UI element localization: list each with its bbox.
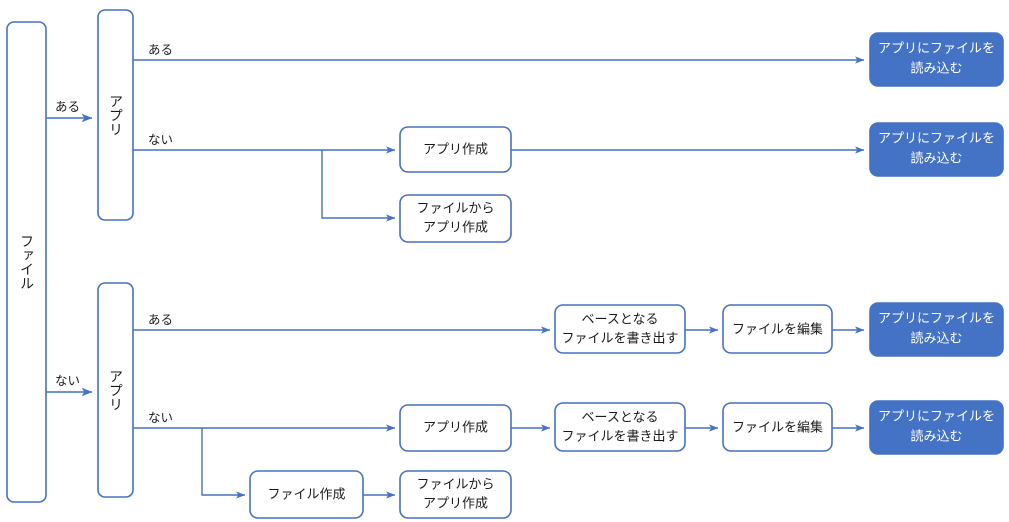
node-edit-file-1-shape[interactable]	[722, 304, 833, 354]
node-load-file-4-label-line2: 読み込む	[910, 428, 962, 443]
node-export-base-2-label-line1: ベースとなる	[582, 409, 659, 424]
node-load-file-3-shape[interactable]	[869, 302, 1004, 357]
node-create-app-from-file-2[interactable]: ファイルから アプリ作成	[399, 470, 512, 519]
node-load-file-1[interactable]: アプリにファイルを 読み込む	[869, 32, 1004, 87]
node-load-file-4-shape[interactable]	[869, 400, 1004, 455]
node-create-app-from-file-2-shape[interactable]	[399, 470, 512, 519]
node-export-base-1[interactable]: ベースとなる ファイルを書き出す	[554, 304, 686, 354]
node-edit-file-1-label: ファイルを編集	[732, 321, 823, 336]
node-file-root-label: ファイル	[19, 234, 35, 290]
edge-label-app-bottom-yes: ある	[148, 313, 173, 327]
edge-label-app-bottom-no: ない	[148, 411, 173, 425]
node-load-file-4-label-line1: アプリにファイルを	[878, 408, 995, 423]
edge-label-app-top-yes: ある	[148, 43, 173, 57]
edge-label-file-to-app-top: ある	[55, 100, 80, 114]
node-load-file-1-shape[interactable]	[869, 32, 1004, 87]
node-load-file-1-label-line1: アプリにファイルを	[878, 40, 995, 55]
edge-app-top-no-to-create-app-from-file	[321, 150, 396, 222]
node-create-app-from-file-1-shape[interactable]	[399, 194, 512, 243]
node-app-bottom-shape[interactable]	[97, 282, 134, 498]
node-create-app-from-file-1[interactable]: ファイルから アプリ作成	[399, 194, 512, 243]
edge-app-bottom-no-to-create-file	[201, 428, 246, 499]
node-create-app-2[interactable]: アプリ作成	[399, 404, 512, 452]
node-load-file-2-shape[interactable]	[869, 122, 1004, 177]
node-app-bottom-label: アプリ	[108, 369, 124, 411]
node-create-app-from-file-1-label-line2: アプリ作成	[423, 219, 488, 234]
node-create-file-shape[interactable]	[249, 470, 364, 519]
node-edit-file-2-shape[interactable]	[722, 402, 833, 452]
node-file-root-shape[interactable]	[6, 21, 47, 503]
edge-label-app-top-no: ない	[148, 133, 173, 147]
node-load-file-3-label-line2: 読み込む	[910, 330, 962, 345]
node-create-app-2-label: アプリ作成	[423, 419, 488, 434]
node-edit-file-2[interactable]: ファイルを編集	[722, 402, 833, 452]
node-app-bottom[interactable]: アプリ	[97, 282, 134, 498]
node-create-app-from-file-2-label-line1: ファイルから	[416, 476, 494, 491]
node-file-root[interactable]: ファイル	[6, 21, 47, 503]
node-load-file-3[interactable]: アプリにファイルを 読み込む	[869, 302, 1004, 357]
node-create-file-label: ファイル作成	[267, 486, 345, 501]
node-create-app-1-label: アプリ作成	[423, 141, 488, 156]
node-edit-file-2-label: ファイルを編集	[732, 419, 823, 434]
node-app-top-label: アプリ	[108, 94, 124, 136]
node-load-file-1-label-line2: 読み込む	[910, 60, 962, 75]
node-export-base-1-label-line2: ファイルを書き出す	[561, 330, 678, 345]
node-export-base-2[interactable]: ベースとなる ファイルを書き出す	[554, 402, 686, 452]
node-load-file-4[interactable]: アプリにファイルを 読み込む	[869, 400, 1004, 455]
node-load-file-2-label-line1: アプリにファイルを	[878, 130, 995, 145]
node-create-app-from-file-1-label-line1: ファイルから	[416, 200, 494, 215]
node-load-file-2[interactable]: アプリにファイルを 読み込む	[869, 122, 1004, 177]
node-create-app-from-file-2-label-line2: アプリ作成	[423, 495, 488, 510]
edge-label-file-to-app-bottom: ない	[55, 374, 80, 388]
node-create-file[interactable]: ファイル作成	[249, 470, 364, 519]
node-export-base-1-label-line1: ベースとなる	[582, 311, 659, 326]
node-create-app-1[interactable]: アプリ作成	[399, 126, 512, 173]
node-load-file-3-label-line1: アプリにファイルを	[878, 310, 995, 325]
node-app-top[interactable]: アプリ	[97, 9, 134, 221]
node-load-file-2-label-line2: 読み込む	[910, 150, 962, 165]
node-create-app-2-shape[interactable]	[399, 404, 512, 452]
node-create-app-1-shape[interactable]	[399, 126, 512, 173]
node-export-base-2-label-line2: ファイルを書き出す	[561, 428, 678, 443]
node-app-top-shape[interactable]	[97, 9, 134, 221]
node-edit-file-1[interactable]: ファイルを編集	[722, 304, 833, 354]
node-export-base-1-shape[interactable]	[554, 304, 686, 354]
node-export-base-2-shape[interactable]	[554, 402, 686, 452]
